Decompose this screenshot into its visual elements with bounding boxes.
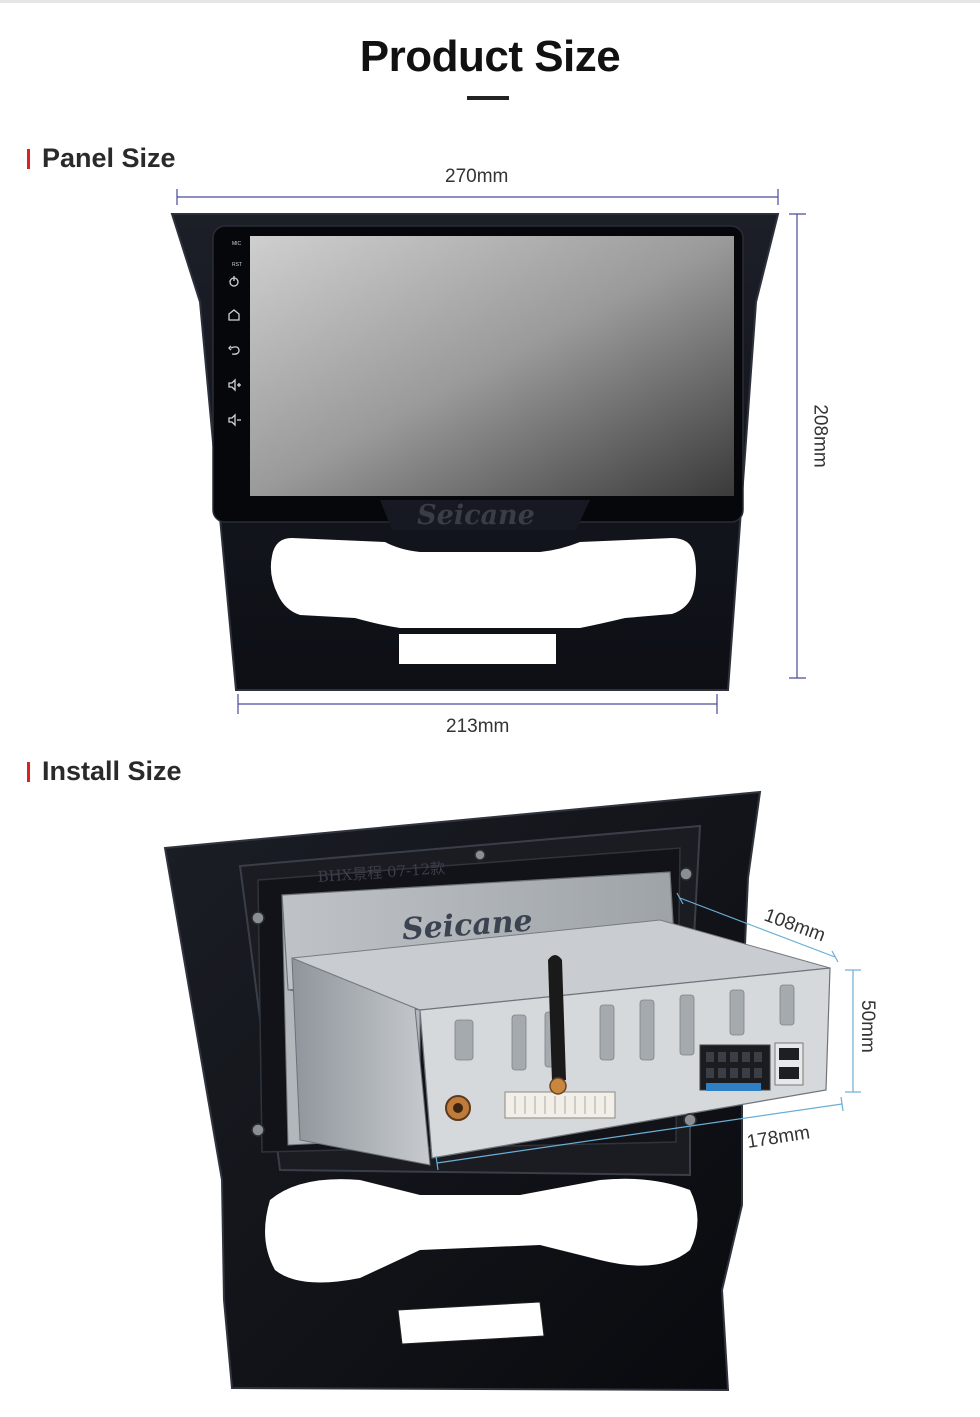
home-icon (228, 309, 240, 321)
bottom-dimension-line (237, 694, 718, 714)
panel-width-label: 270mm (445, 166, 509, 187)
page-title: Product Size (359, 32, 621, 81)
width-dimension-line (176, 189, 779, 205)
heading-accent-bar (27, 761, 30, 782)
panel-bottom-width-label: 213mm (446, 716, 510, 737)
power-icon (229, 276, 239, 287)
mic-label: MIC (232, 241, 242, 247)
radio-panel (170, 213, 780, 691)
install-size-heading: Install Size (27, 756, 182, 787)
height-dimension-line (789, 213, 806, 679)
heading-accent-bar (27, 148, 30, 169)
touch-screen (250, 236, 734, 496)
install-height-dimension-line (845, 969, 861, 1093)
volume-up-icon (228, 378, 241, 392)
back-icon (228, 345, 240, 355)
top-divider (0, 0, 980, 3)
install-size-heading-text: Install Size (42, 756, 182, 786)
install-illustration (163, 790, 831, 1392)
panel-size-heading: Panel Size (27, 143, 176, 174)
install-width-label: 178mm (745, 1122, 811, 1153)
install-height-label: 50mm (857, 1000, 878, 1053)
panel-height-label: 208mm (809, 404, 831, 468)
install-depth-dimension-line (676, 892, 839, 963)
title-underline (467, 96, 509, 100)
rst-label: RST (232, 262, 242, 268)
install-width-dimension-line (435, 1096, 844, 1171)
side-buttons (228, 276, 241, 427)
panel-brand-logo: Seicane (417, 500, 535, 531)
install-depth-label: 108mm (761, 905, 828, 946)
panel-size-heading-text: Panel Size (42, 143, 176, 173)
volume-down-icon (228, 413, 241, 427)
